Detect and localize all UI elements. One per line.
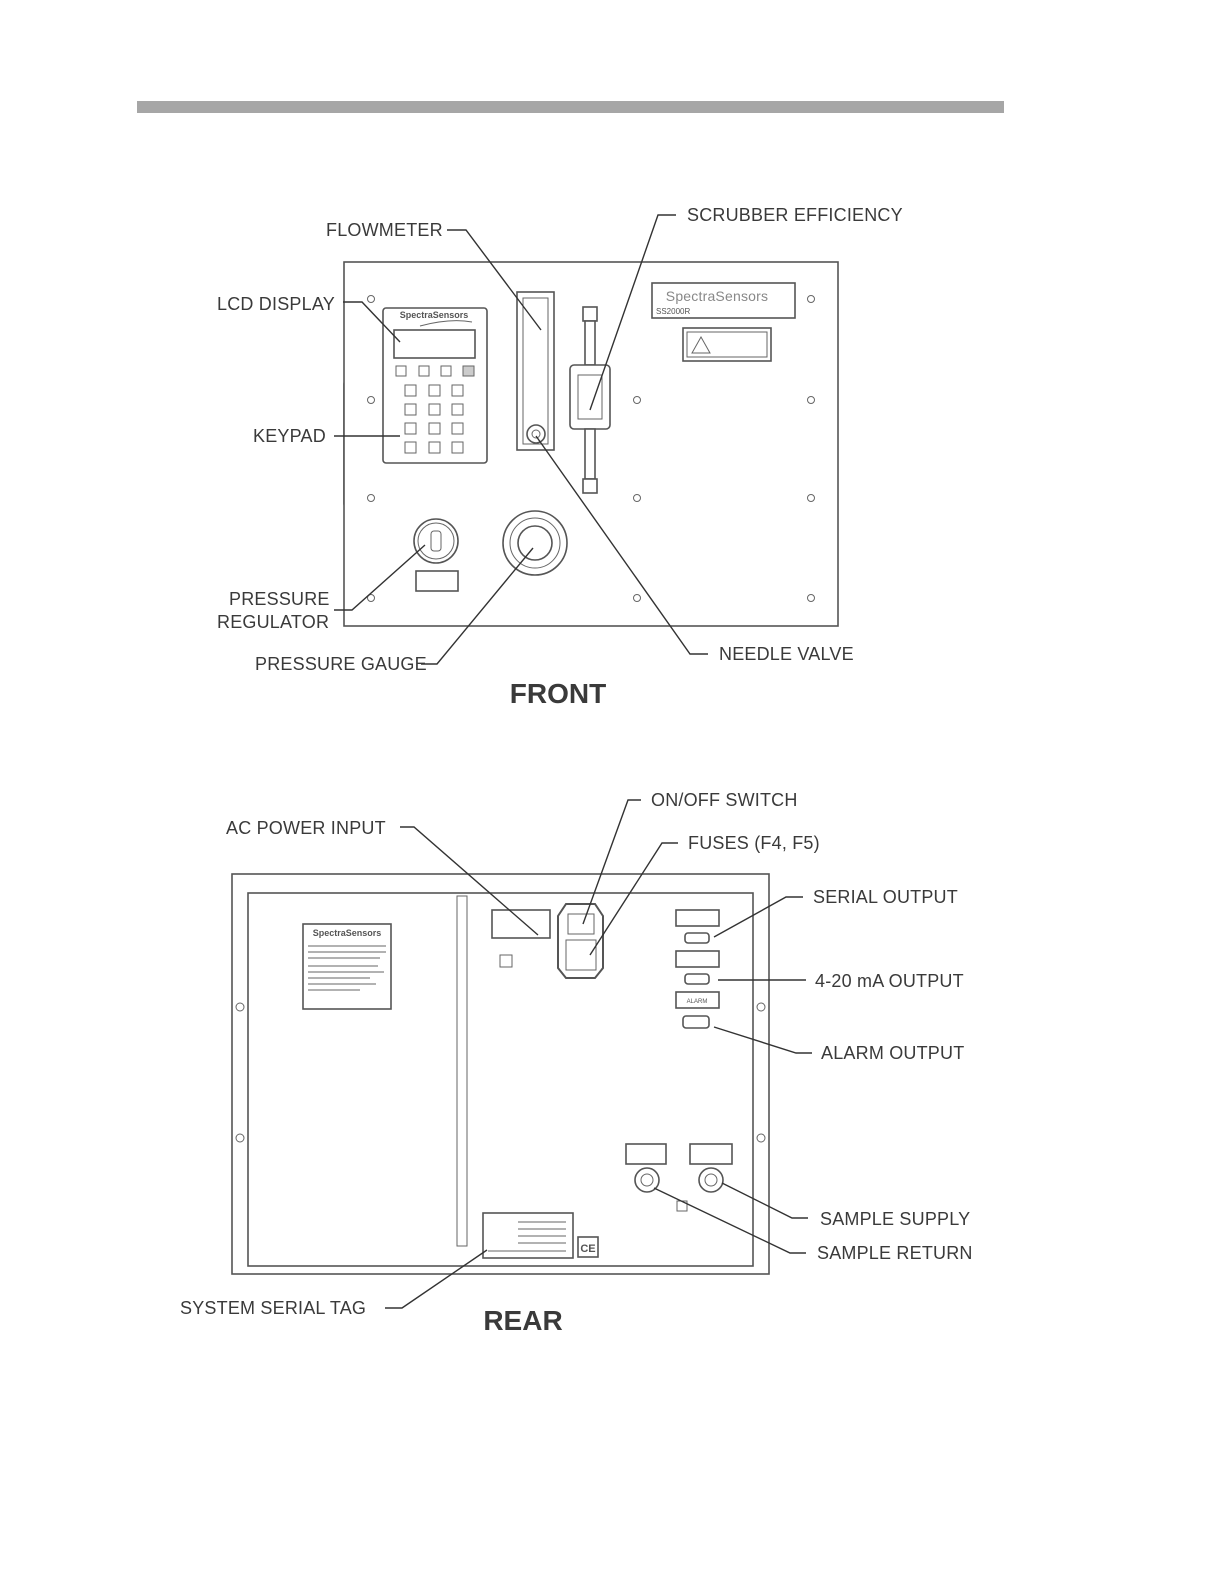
serial-output-connector (684, 932, 710, 944)
leader-flowmeter (447, 229, 542, 331)
alarm-output-plate (675, 991, 720, 1009)
screw (807, 494, 815, 502)
gauge-ring (509, 517, 561, 569)
leader-on-off (582, 799, 641, 925)
label-scrubber-efficiency: SCRUBBER EFFICIENCY (687, 205, 903, 225)
brand-plate-name: SpectraSensors (666, 288, 768, 304)
serial-tag-lines (488, 1221, 566, 1252)
rear-info-text-lines (308, 945, 386, 991)
keypad (395, 365, 475, 454)
screw (807, 396, 815, 404)
power-input-plate (491, 909, 551, 939)
laser-warning-plate (682, 327, 772, 362)
label-on-off-switch: ON/OFF SWITCH (651, 790, 798, 810)
leader-regulator (334, 544, 426, 611)
leader-sample-supply (721, 1182, 808, 1219)
serial-output-plate (675, 909, 720, 927)
label-pressure-regulator-1: PRESSURE (229, 589, 330, 609)
label-needle-valve: NEEDLE VALVE (719, 644, 854, 664)
screw (633, 396, 641, 404)
label-alarm-output: ALARM OUTPUT (821, 1043, 964, 1063)
regulator-label-plate (415, 570, 459, 592)
label-sample-supply: SAMPLE SUPPLY (820, 1209, 970, 1229)
flowmeter-tube (522, 297, 549, 445)
leader-ac-power (400, 826, 539, 936)
leader-lcd (343, 301, 401, 343)
brand-plate (651, 282, 796, 319)
ma-output-connector (684, 973, 710, 985)
label-system-serial-tag: SYSTEM SERIAL TAG (180, 1298, 366, 1318)
front-title: FRONT (510, 678, 606, 709)
sample-supply-plate (689, 1143, 733, 1165)
rear-divider (456, 895, 468, 1247)
screw (367, 295, 375, 303)
label-fuses: FUSES (F4, F5) (688, 833, 820, 853)
leader-needle-valve (535, 435, 708, 655)
leader-alarm-output (713, 1026, 812, 1054)
sample-return-plate (625, 1143, 667, 1165)
header-rule (137, 101, 1004, 113)
screw (235, 1133, 245, 1143)
label-lcd-display: LCD DISPLAY (217, 294, 335, 314)
warning-icon (691, 335, 711, 354)
label-serial-output: SERIAL OUTPUT (813, 887, 958, 907)
leader-gauge (421, 547, 534, 665)
pressure-regulator (413, 518, 459, 564)
ce-mark-plate (577, 1236, 599, 1258)
rear-view: SpectraSensors ALARM (180, 790, 973, 1336)
front-view: SpectraSensors SpectraSensors SS200 (217, 205, 903, 709)
screw (367, 494, 375, 502)
screw (756, 1002, 766, 1012)
gauge-face (517, 525, 553, 561)
regulator-knob (430, 530, 442, 552)
screw (235, 1002, 245, 1012)
screw (756, 1133, 766, 1143)
warning-icon (499, 954, 513, 968)
controller-brand: SpectraSensors (400, 310, 469, 320)
screw (367, 594, 375, 602)
screw (633, 494, 641, 502)
regulator-inner (417, 522, 455, 560)
screw (367, 396, 375, 404)
rear-brand: SpectraSensors (313, 928, 382, 938)
brand-swoosh (419, 320, 473, 327)
power-entry-module (557, 903, 604, 979)
label-keypad: KEYPAD (253, 426, 326, 446)
leader-serial-tag (385, 1249, 488, 1309)
alarm-output-connector (682, 1015, 710, 1029)
alarm-plate-text: ALARM (687, 999, 708, 1005)
label-ma-output: 4-20 mA OUTPUT (815, 971, 964, 991)
label-pressure-regulator-2: REGULATOR (217, 612, 329, 632)
screw (807, 594, 815, 602)
needle-valve-center (531, 429, 541, 439)
ma-output-plate (675, 950, 720, 968)
leader-serial-output (713, 896, 803, 938)
screw (633, 594, 641, 602)
on-off-switch (567, 913, 595, 935)
laser-warning-inner (686, 331, 768, 358)
leader-sample-return (653, 1187, 806, 1254)
fuse-holder (565, 939, 597, 971)
leader-scrubber (589, 214, 676, 411)
model-number: SS2000R (656, 307, 690, 316)
sample-supply-port (698, 1167, 724, 1193)
screw (807, 295, 815, 303)
sample-supply-port-center (704, 1173, 718, 1187)
label-ac-power-input: AC POWER INPUT (226, 818, 386, 838)
sample-return-port-center (640, 1173, 654, 1187)
lcd-display (393, 329, 476, 359)
label-flowmeter: FLOWMETER (326, 220, 443, 240)
leader-fuses (589, 842, 678, 956)
ce-mark: CE (580, 1243, 595, 1255)
label-pressure-gauge: PRESSURE GAUGE (255, 654, 427, 674)
needle-valve-knob (526, 424, 546, 444)
sample-return-port (634, 1167, 660, 1193)
rear-title: REAR (483, 1305, 562, 1336)
label-sample-return: SAMPLE RETURN (817, 1243, 973, 1263)
